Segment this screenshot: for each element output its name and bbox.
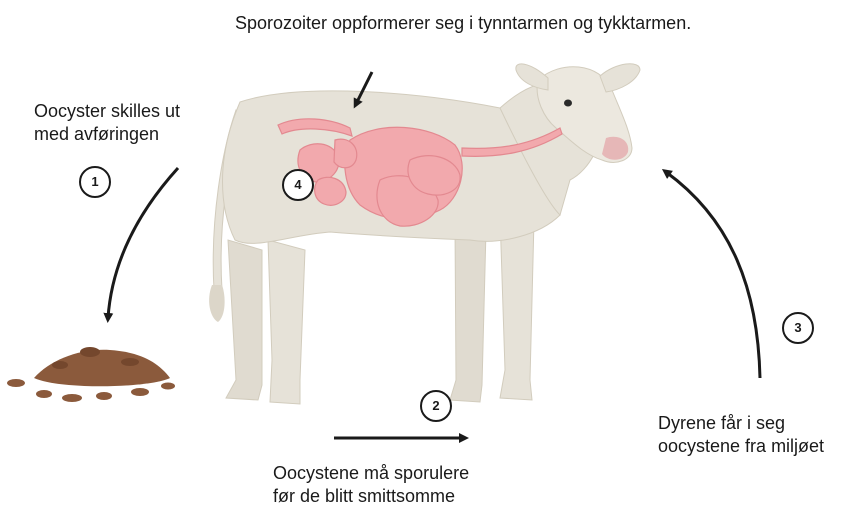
calf-illustration	[209, 64, 640, 404]
title: Sporozoiter oppformerer seg i tynntarmen…	[235, 12, 691, 35]
feces-pile-icon	[7, 347, 175, 402]
step-1-label-line-1: Oocyster skilles ut	[34, 100, 180, 123]
step-3-label: Dyrene får i seg oocystene fra miljøet	[658, 412, 824, 458]
step-1-number: 1	[79, 166, 111, 198]
step-3-number: 3	[782, 312, 814, 344]
step-2-label: Oocystene må sporulere før de blitt smit…	[273, 462, 469, 508]
step-2-number: 2	[420, 390, 452, 422]
arrow-icon	[666, 172, 760, 378]
step-3-label-line-1: Dyrene får i seg	[658, 412, 824, 435]
step-2-label-line-1: Oocystene må sporulere	[273, 462, 469, 485]
step-3-label-line-2: oocystene fra miljøet	[658, 435, 824, 458]
step-2-label-line-2: før de blitt smittsomme	[273, 485, 469, 508]
step-1-label: Oocyster skilles ut med avføringen	[34, 100, 180, 146]
arrow-icon	[108, 168, 178, 318]
step-1-label-line-2: med avføringen	[34, 123, 180, 146]
step-4-number: 4	[282, 169, 314, 201]
